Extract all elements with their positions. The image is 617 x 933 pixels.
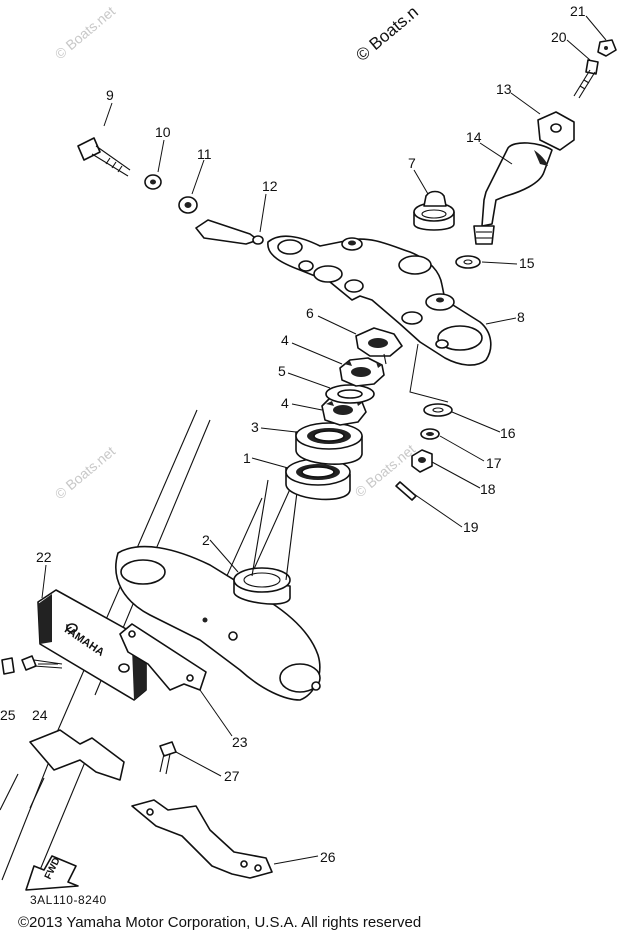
lower-bracket (115, 545, 321, 701)
callout-23: 23 (232, 734, 248, 750)
part-27-bolt (159, 741, 177, 775)
part-13-clamp (537, 111, 575, 151)
part-10-washer (144, 174, 162, 190)
part-5-washer (325, 384, 375, 404)
part-16-washer (423, 403, 453, 417)
callout-16: 16 (500, 425, 516, 441)
callout-1: 1 (243, 450, 251, 466)
fwd-arrow: FWD (25, 855, 79, 891)
callout-7: 7 (408, 155, 416, 171)
callout-13: 13 (496, 81, 512, 97)
callout-14: 14 (466, 129, 482, 145)
callout-21: 21 (570, 3, 586, 19)
callout-26: 26 (320, 849, 336, 865)
callout-2: 2 (202, 532, 210, 548)
part-12-clip (195, 219, 264, 245)
callout-27: 27 (224, 768, 240, 784)
part-7-cap (413, 190, 455, 231)
copyright-notice: ©2013 Yamaha Motor Corporation, U.S.A. A… (18, 914, 422, 931)
part-2-race (233, 567, 291, 605)
catalog-code: 3AL110-8240 (30, 893, 107, 907)
part-20-bolt (573, 59, 599, 99)
part-21-nut (597, 39, 617, 57)
part-26-stay (131, 799, 273, 879)
callout-25: 25 (0, 707, 16, 723)
callout-15: 15 (519, 255, 535, 271)
part-6-lock-washer (355, 327, 403, 365)
part-14-holder (473, 142, 553, 245)
part-3-bearing (295, 422, 363, 465)
part-1-bearing (285, 458, 351, 501)
callout-3: 3 (251, 419, 259, 435)
part-25-nut (1, 657, 15, 675)
callout-8: 8 (517, 309, 525, 325)
part-23-stay (119, 623, 207, 691)
part-17-washer (420, 428, 440, 440)
watermark-top-left: © Boats.net (52, 3, 119, 62)
callout-17: 17 (486, 455, 502, 471)
part-8-upper-bracket (267, 235, 492, 366)
callout-18: 18 (480, 481, 496, 497)
callout-4-lower: 4 (281, 395, 289, 411)
callout-22: 22 (36, 549, 52, 565)
part-9-bolt (77, 137, 131, 177)
part-24-screw (21, 655, 63, 671)
callout-5: 5 (278, 363, 286, 379)
steering-stem (251, 479, 299, 581)
callout-12: 12 (262, 178, 278, 194)
callout-6: 6 (306, 305, 314, 321)
callout-20: 20 (551, 29, 567, 45)
watermark-top-center: © Boats.n (352, 2, 422, 65)
part-4-ring-nut-upper (339, 357, 385, 387)
callout-19: 19 (463, 519, 479, 535)
part-18-nut (411, 449, 433, 473)
callout-numbers: 1 2 3 4 4 5 6 7 8 9 10 11 12 13 14 15 16… (0, 3, 586, 865)
callout-24: 24 (32, 707, 48, 723)
part-15-washer (455, 255, 481, 269)
fork-lower-legs (0, 729, 125, 811)
part-11-washer (178, 196, 198, 214)
callout-4-upper: 4 (281, 332, 289, 348)
callout-9: 9 (106, 87, 114, 103)
leader-lines (38, 15, 607, 865)
part-19-pin (395, 481, 417, 501)
watermark-mid-left: © Boats.net (52, 443, 119, 502)
callout-10: 10 (155, 124, 171, 140)
callout-11: 11 (197, 146, 212, 162)
